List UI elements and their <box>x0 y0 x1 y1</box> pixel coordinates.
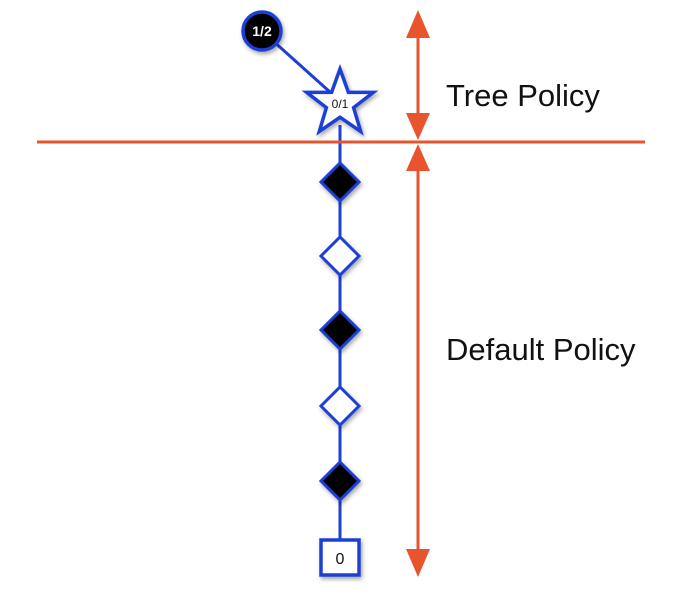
simulation-node-1 <box>318 160 362 204</box>
simulation-node-2 <box>318 234 362 278</box>
default-policy-label: Default Policy <box>446 332 636 367</box>
terminal-node <box>319 538 361 577</box>
tree-policy-arrow <box>406 10 430 140</box>
root-node-label: 1/2 <box>252 23 272 39</box>
terminal-node-label: 0 <box>336 551 345 568</box>
tree-policy-label: Tree Policy <box>446 78 600 113</box>
root-node <box>241 10 283 52</box>
simulation-node-3 <box>318 308 362 352</box>
new-node-label: 0/1 <box>332 97 349 111</box>
default-policy-arrow <box>406 144 430 577</box>
simulation-node-5 <box>318 459 362 503</box>
new-node-star <box>301 63 379 136</box>
simulation-node-4 <box>318 384 362 428</box>
